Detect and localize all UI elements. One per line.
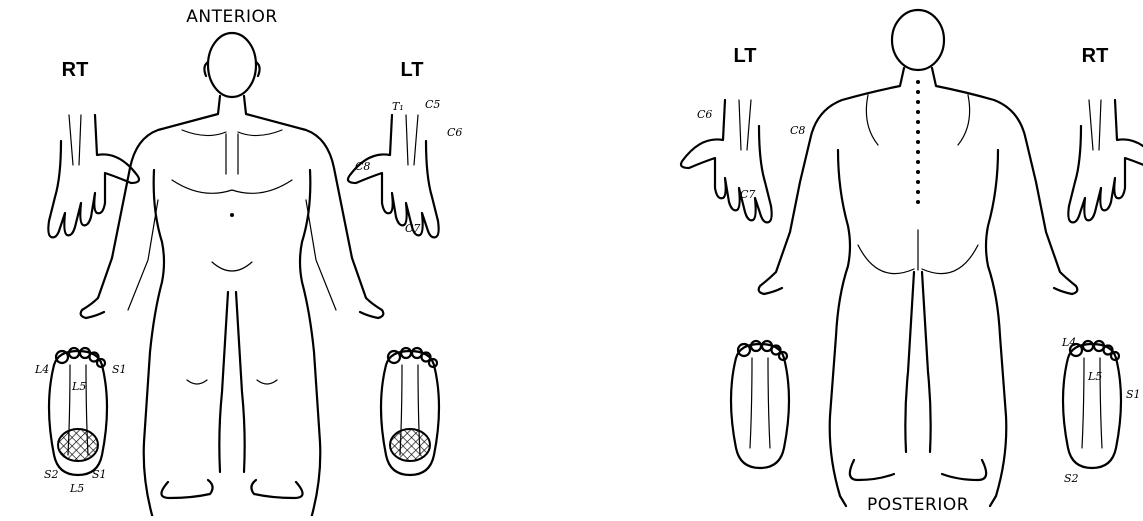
posterior-right-foot <box>1063 341 1121 468</box>
foot-label: S2 <box>44 468 59 481</box>
anterior-right-heel-hatch <box>58 429 98 461</box>
hand-label: C6 <box>697 108 712 121</box>
hand-label: C8 <box>790 124 805 137</box>
posterior-title: POSTERIOR <box>867 495 969 515</box>
foot-label: S2 <box>1064 472 1079 485</box>
anterior-title: ANTERIOR <box>186 7 278 27</box>
anterior-right-side-label: RT <box>62 59 89 81</box>
posterior-left-side-label: LT <box>734 45 757 67</box>
posterior-right-side-label: RT <box>1082 45 1109 67</box>
anterior-left-hand <box>348 115 439 237</box>
hand-label: C7 <box>405 222 420 235</box>
posterior-left-foot <box>731 341 789 468</box>
foot-label: S1 <box>92 468 107 481</box>
foot-label: L5 <box>71 380 86 393</box>
anterior-left-heel-hatch <box>390 429 430 461</box>
foot-label: L4 <box>34 363 49 376</box>
hand-label: C5 <box>425 98 440 111</box>
hand-label: C8 <box>355 160 370 173</box>
foot-label: S1 <box>1126 388 1141 401</box>
foot-label: L4 <box>1061 336 1076 349</box>
anterior-right-hand <box>48 115 139 237</box>
foot-label: L5 <box>1087 370 1102 383</box>
anterior-body-outline <box>81 33 384 516</box>
posterior-left-hand-labels: C6 C8 C7 <box>697 108 805 201</box>
anterior-left-side-label: LT <box>401 59 424 81</box>
foot-label: L5 <box>69 482 84 495</box>
posterior-left-hand <box>681 100 772 222</box>
posterior-spine-dots <box>916 80 920 204</box>
hand-label: T₁ <box>392 100 404 113</box>
posterior-body-outline <box>759 10 1078 506</box>
anterior-view: ANTERIOR RT LT T₁ C5 C6 C8 C7 L4 L5 S1 S… <box>34 7 462 516</box>
hand-label: C7 <box>740 188 755 201</box>
hand-label: C6 <box>447 126 462 139</box>
foot-label: S1 <box>112 363 127 376</box>
posterior-right-hand <box>1068 100 1143 222</box>
posterior-view: POSTERIOR LT RT C6 C8 C7 L4 L5 S1 <box>681 10 1143 515</box>
